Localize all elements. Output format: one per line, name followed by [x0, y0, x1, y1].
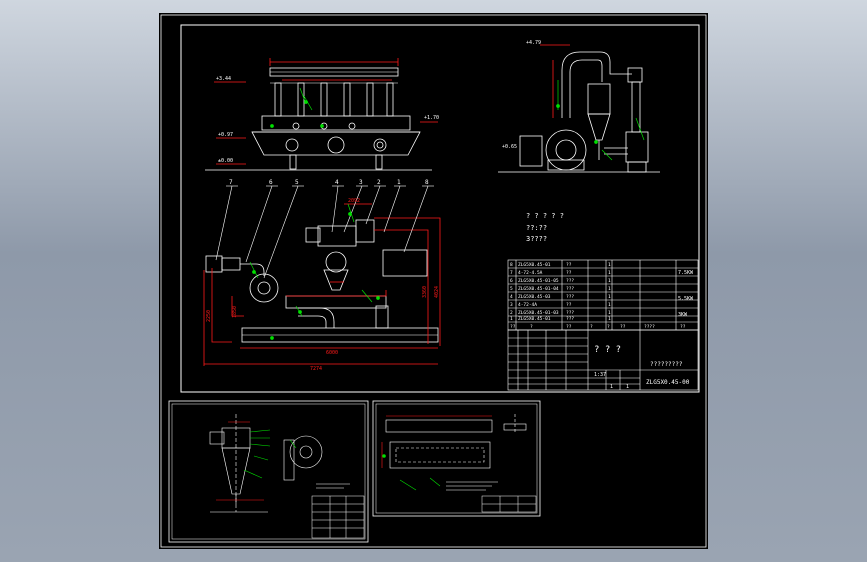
plate-detail-drawing — [385, 414, 527, 469]
detail-sheet-right — [372, 400, 541, 517]
port-1 — [285, 138, 299, 152]
svg-text:8: 8 — [510, 262, 513, 268]
scale-value: 1:37 — [594, 372, 606, 378]
svg-text:1: 1 — [510, 316, 513, 322]
svg-text:???: ??? — [566, 278, 574, 284]
svg-text:1: 1 — [608, 294, 611, 300]
svg-text:4: 4 — [510, 294, 513, 300]
parts-list — [507, 259, 699, 331]
dim-right-a: 3360 — [422, 286, 428, 298]
callout-8: 8 — [425, 179, 429, 186]
main-frame — [180, 24, 700, 393]
svg-text:?: ? — [607, 324, 610, 330]
parts-list-rows: 8 ZLG5X0.45-01 1 ?? 7 4-72-4.5A 1 ?? 6 Z… — [510, 262, 686, 330]
port-2 — [327, 136, 345, 154]
dim-bed-length: 6000 — [326, 350, 338, 356]
dim-top-small: 2092 — [348, 198, 360, 204]
svg-text:1: 1 — [608, 270, 611, 276]
svg-text:ZLG5X0.45-03: ZLG5X0.45-03 — [518, 294, 551, 300]
elevation-label-right-mid: +1.70 — [424, 115, 439, 121]
callout-2: 2 — [377, 179, 381, 186]
svg-text:??: ?? — [566, 270, 572, 276]
dryer-body-top — [261, 115, 411, 131]
plan-callout-leaders — [215, 185, 434, 279]
svg-text:1: 1 — [608, 302, 611, 308]
svg-text:??: ?? — [566, 262, 572, 268]
outer-frame — [160, 14, 707, 548]
svg-text:ZLG5X0.45-01-04: ZLG5X0.45-01-04 — [518, 286, 559, 292]
title-marks: ? ? ? — [594, 345, 621, 355]
power-5-5kw: 5.5KW — [678, 296, 694, 302]
power-3kw: 3KW — [678, 312, 688, 318]
cyclone-leaders — [556, 80, 645, 161]
sheet-value: 1 — [610, 384, 613, 390]
svg-text:2: 2 — [510, 310, 513, 316]
svg-text:?: ? — [590, 324, 593, 330]
svg-text:??: ?? — [510, 324, 516, 330]
drawing-sheet — [159, 13, 708, 549]
title-block — [507, 329, 699, 391]
svg-text:???: ??? — [566, 310, 574, 316]
sheets-value: 1 — [626, 384, 629, 390]
power-7-5kw: 7.5KW — [678, 270, 694, 276]
svg-text:ZLG5X0.45-01: ZLG5X0.45-01 — [518, 316, 551, 322]
svg-text:4-72-4A: 4-72-4A — [518, 302, 537, 308]
svg-text:1: 1 — [608, 262, 611, 268]
dim-width-total: 7274 — [310, 366, 322, 372]
company-name: ????????? — [650, 361, 683, 368]
port-3 — [373, 138, 387, 152]
plan-dimensions — [203, 203, 441, 366]
plan-green-leaders — [249, 203, 380, 340]
dim-vertical-b: 1850 — [232, 306, 238, 318]
svg-text:??: ?? — [620, 324, 626, 330]
cyclone-elevation-view — [498, 51, 660, 173]
svg-text:?: ? — [530, 324, 533, 330]
elevation-label-cyclone-left: +0.65 — [502, 144, 517, 150]
detail-sheet-left — [168, 400, 369, 543]
drawing-number: ZLG5X0.45-00 — [646, 379, 690, 386]
elevation-label-left-mid: +0.97 — [218, 132, 233, 138]
svg-text:5: 5 — [510, 286, 513, 292]
elevation-leaders — [270, 87, 324, 128]
svg-text:???: ??? — [566, 316, 574, 322]
svg-text:???: ??? — [566, 286, 574, 292]
callout-1: 1 — [397, 179, 401, 186]
cyclone-dimensions — [540, 44, 570, 118]
callout-6: 6 — [269, 179, 273, 186]
elevation-label-left-bottom: ±0.00 — [218, 158, 233, 164]
detail-left-table — [311, 495, 365, 539]
svg-text:4-72-4.5A: 4-72-4.5A — [518, 270, 543, 276]
svg-text:???: ??? — [566, 294, 574, 300]
detail-right-table — [481, 495, 537, 513]
svg-text:??: ?? — [566, 302, 572, 308]
dryer-elevation-view — [205, 67, 432, 171]
svg-text:3: 3 — [510, 302, 513, 308]
note-line-3: 3???? — [526, 235, 547, 243]
note-line-1: ? ? ? ? ? — [526, 212, 564, 220]
dim-right-b: 4024 — [434, 286, 440, 298]
svg-text:1: 1 — [608, 310, 611, 316]
svg-text:1: 1 — [608, 286, 611, 292]
svg-text:??: ?? — [566, 324, 572, 330]
callout-7: 7 — [229, 179, 233, 186]
elevation-label-cyclone-top: +4.79 — [526, 40, 541, 46]
plan-view — [205, 219, 439, 343]
elevation-label-top-left: +3.44 — [216, 76, 231, 82]
svg-text:??: ?? — [680, 324, 686, 330]
svg-text:????: ???? — [644, 324, 655, 330]
elevation-dimensions — [214, 58, 438, 165]
callout-5: 5 — [295, 179, 299, 186]
svg-text:6: 6 — [510, 278, 513, 284]
svg-text:1: 1 — [608, 316, 611, 322]
callout-3: 3 — [359, 179, 363, 186]
dim-vertical-a: 2250 — [206, 310, 212, 322]
svg-text:7: 7 — [510, 270, 513, 276]
callout-4: 4 — [335, 179, 339, 186]
svg-text:ZLG5X0.45-01-05: ZLG5X0.45-01-05 — [518, 278, 559, 284]
svg-text:1: 1 — [608, 278, 611, 284]
note-line-2: ??:?? — [526, 224, 547, 232]
svg-text:ZLG5X0.45-01: ZLG5X0.45-01 — [518, 262, 551, 268]
svg-text:ZLG5X0.45-01-03: ZLG5X0.45-01-03 — [518, 310, 559, 316]
